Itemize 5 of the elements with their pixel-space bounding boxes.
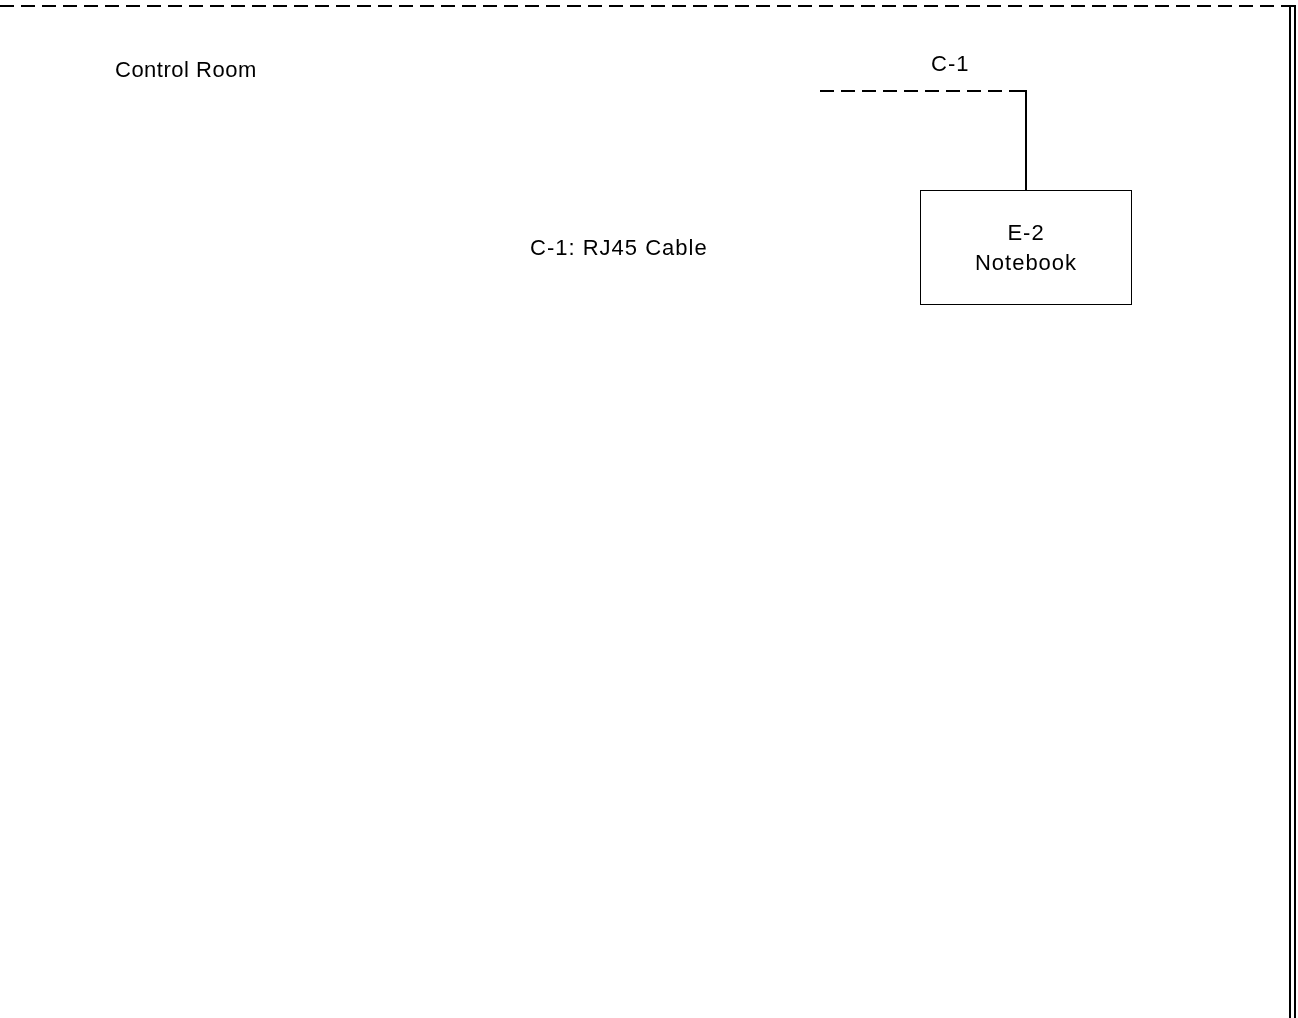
cable-line [819,90,1027,191]
note-text: C-1: RJ45 Cable [530,235,708,261]
room-label: Control Room [115,57,257,83]
device-box [920,190,1132,305]
device-label: E-2 Notebook [973,218,1079,277]
